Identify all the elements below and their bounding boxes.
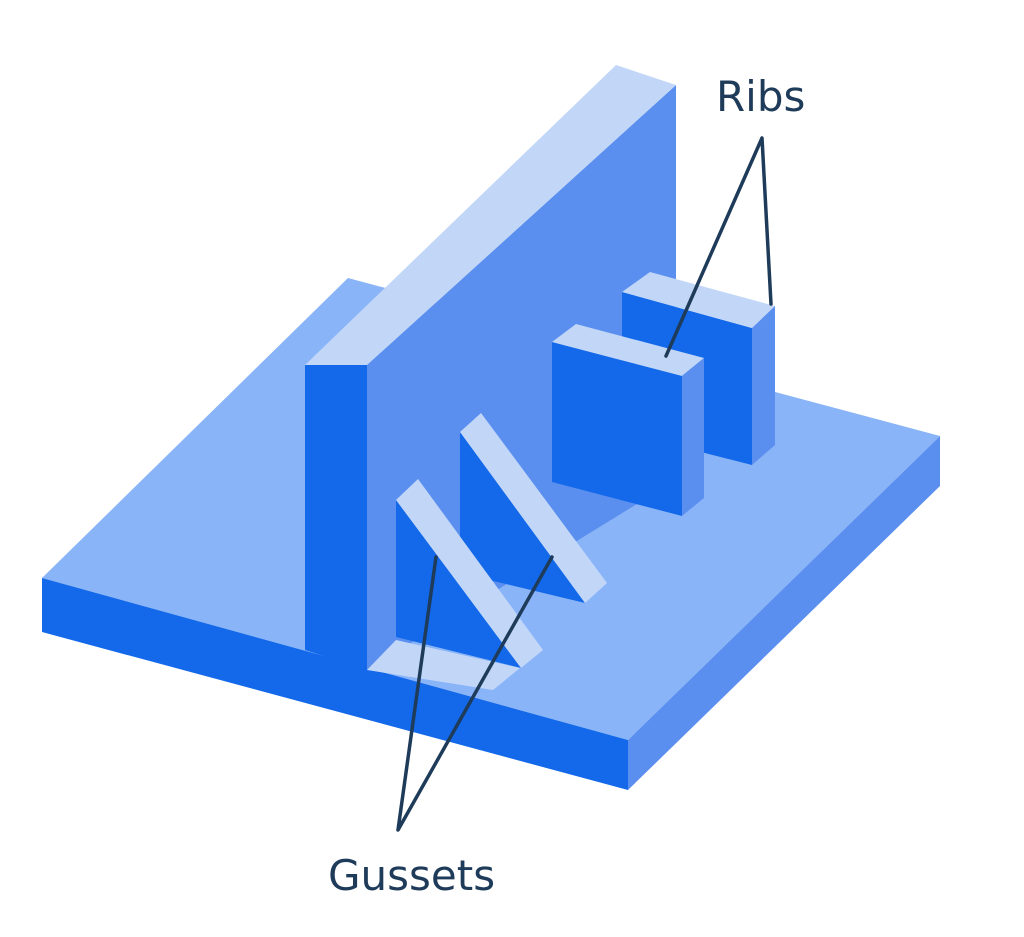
base-plate-side-face <box>628 436 940 790</box>
rib-front-top-face <box>552 324 704 376</box>
gussets-leader-lines <box>396 555 554 832</box>
rib-front-front-face <box>552 342 682 516</box>
gusset-back <box>460 413 607 603</box>
gussets-label: Gussets <box>328 851 495 900</box>
rib-back-side-face <box>752 306 775 465</box>
wall-front-face <box>305 365 367 670</box>
rib-front-side-face <box>682 358 704 516</box>
wall-top-edge <box>305 65 676 365</box>
ribs-label: Ribs <box>716 72 805 121</box>
gusset-back-hypotenuse-edge <box>460 413 607 603</box>
wall-base-lip <box>367 640 520 690</box>
gusset-front-hypotenuse-edge <box>396 479 543 668</box>
rib-front <box>552 324 704 516</box>
ribs-leader-lines <box>664 136 773 358</box>
base-plate-front-face <box>42 578 628 790</box>
rib-back-top-face <box>622 272 775 328</box>
